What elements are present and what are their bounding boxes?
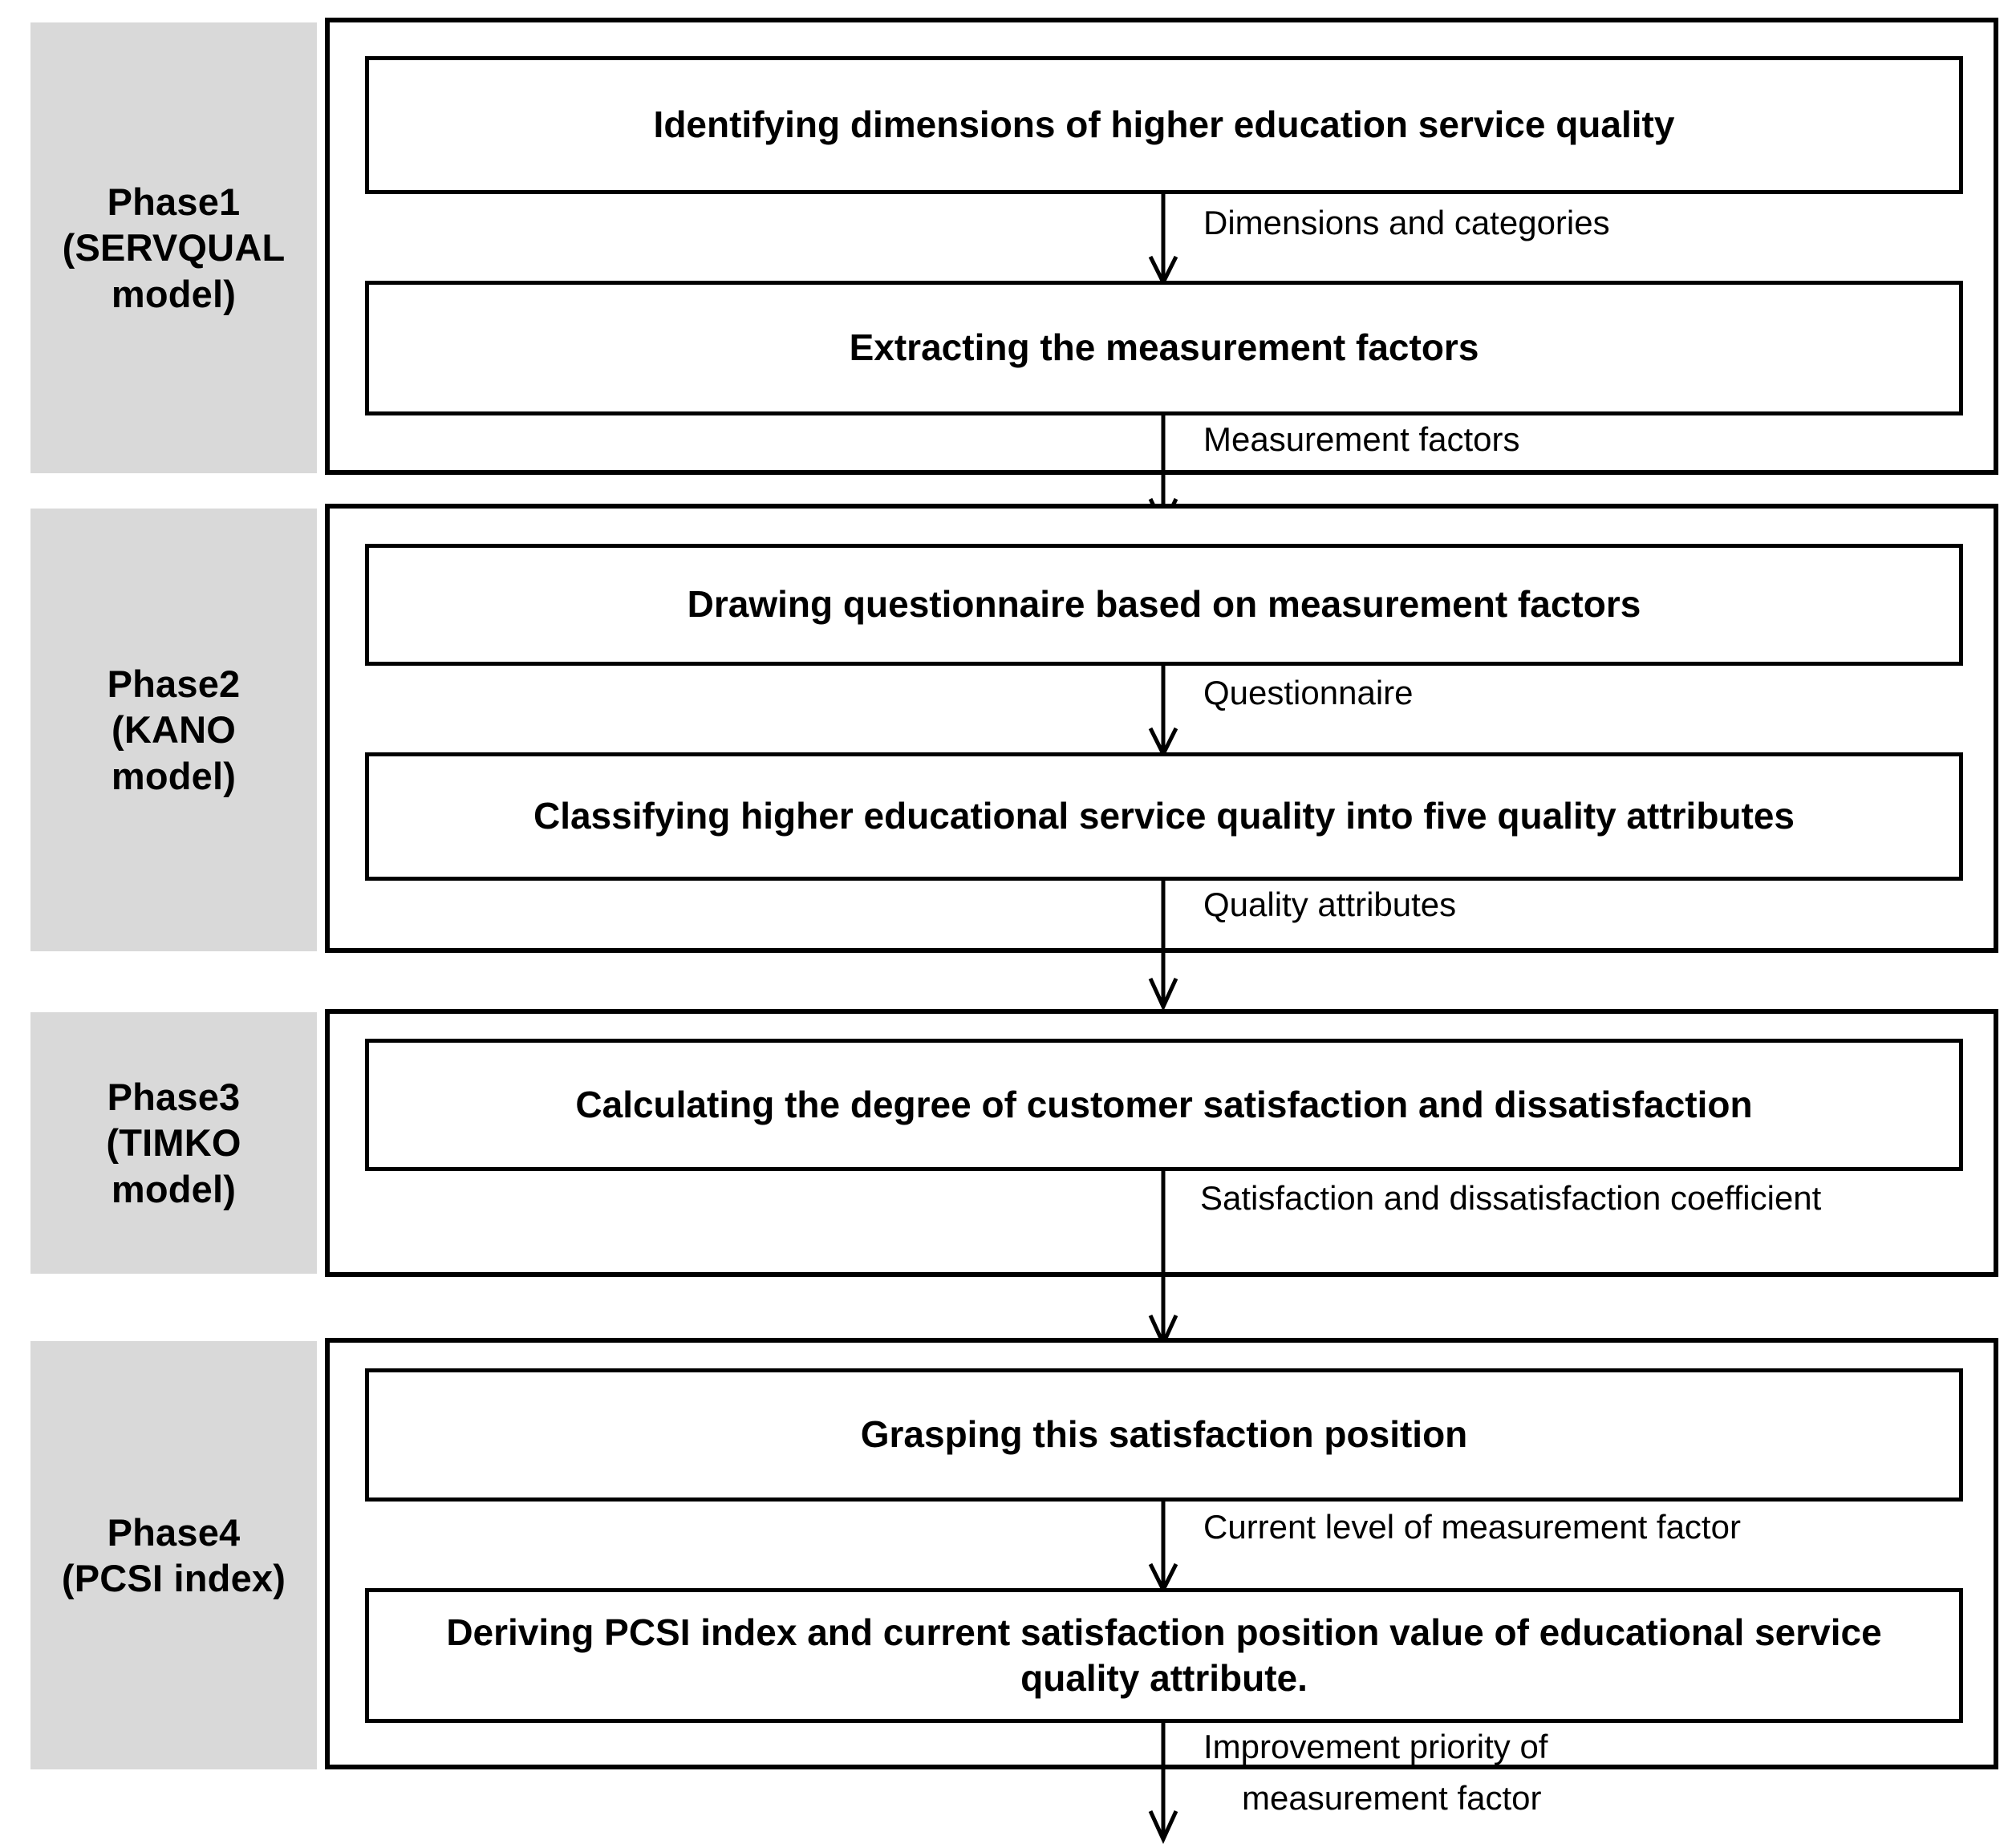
step-box-grasping-satisfaction-position[interactable]: Grasping this satisfaction position — [365, 1368, 1963, 1502]
phase-label-1-line1: Phase1 — [107, 180, 241, 223]
step-box-extract-measurement-factors-text: Extracting the measurement factors — [849, 326, 1479, 369]
phase-label-2-line1: Phase2 — [107, 663, 241, 705]
step-box-classifying-quality-attributes-text: Classifying higher educational service q… — [533, 795, 1795, 837]
edge-label-dimensions-and-categories: Dimensions and categories — [1203, 204, 1610, 241]
step-box-classifying-quality-attributes[interactable]: Classifying higher educational service q… — [365, 752, 1963, 881]
step-box-drawing-questionnaire[interactable]: Drawing questionnaire based on measureme… — [365, 544, 1963, 666]
edge-label-questionnaire: Questionnaire — [1203, 674, 1414, 711]
phase-label-3: Phase3 (TIMKO model) — [30, 1012, 317, 1274]
edge-label-improvement-priority-line2: measurement factor — [1242, 1779, 1542, 1817]
phase-label-3-line2: (TIMKO — [106, 1121, 241, 1165]
phase-label-4-line2: (PCSI index) — [61, 1557, 286, 1599]
phase-label-3-line1: Phase3 — [107, 1076, 241, 1118]
step-box-identify-dimensions[interactable]: Identifying dimensions of higher educati… — [365, 56, 1963, 194]
phase-label-2: Phase2 (KANO model) — [30, 509, 317, 951]
edge-label-improvement-priority-line1: Improvement priority of — [1203, 1728, 1548, 1765]
phase-label-3-line3: model) — [111, 1167, 237, 1210]
edge-label-satisfaction-dissatisfaction-coefficient: Satisfaction and dissatisfaction coeffic… — [1200, 1179, 1822, 1217]
step-box-drawing-questionnaire-text: Drawing questionnaire based on measureme… — [687, 583, 1641, 626]
step-box-calculating-satisfaction-degree-text: Calculating the degree of customer satis… — [575, 1083, 1753, 1125]
phase-label-4-line1: Phase4 — [107, 1510, 241, 1554]
phase-label-1: Phase1 (SERVQUAL model) — [30, 22, 317, 473]
step-box-calculating-satisfaction-degree[interactable]: Calculating the degree of customer satis… — [365, 1039, 1963, 1171]
phase-label-2-line2: (KANO — [111, 708, 237, 752]
edge-label-measurement-factors: Measurement factors — [1203, 420, 1520, 458]
phase-label-2-line3: model) — [111, 754, 237, 797]
phase-label-4: Phase4 (PCSI index) — [30, 1341, 317, 1769]
step-box-extract-measurement-factors[interactable]: Extracting the measurement factors — [365, 281, 1963, 415]
phase-label-1-line2: (SERVQUAL — [62, 226, 286, 270]
edge-label-quality-attributes: Quality attributes — [1203, 886, 1457, 923]
step-box-deriving-pcsi-index-text: Deriving PCSI index and current satisfac… — [446, 1611, 1882, 1700]
step-box-grasping-satisfaction-position-text: Grasping this satisfaction position — [860, 1413, 1468, 1456]
edge-label-current-level-measurement-factor: Current level of measurement factor — [1203, 1508, 1741, 1546]
step-box-identify-dimensions-text: Identifying dimensions of higher educati… — [653, 103, 1675, 146]
step-box-deriving-pcsi-index[interactable]: Deriving PCSI index and current satisfac… — [365, 1588, 1963, 1723]
phase-label-1-line3: model) — [111, 272, 237, 315]
